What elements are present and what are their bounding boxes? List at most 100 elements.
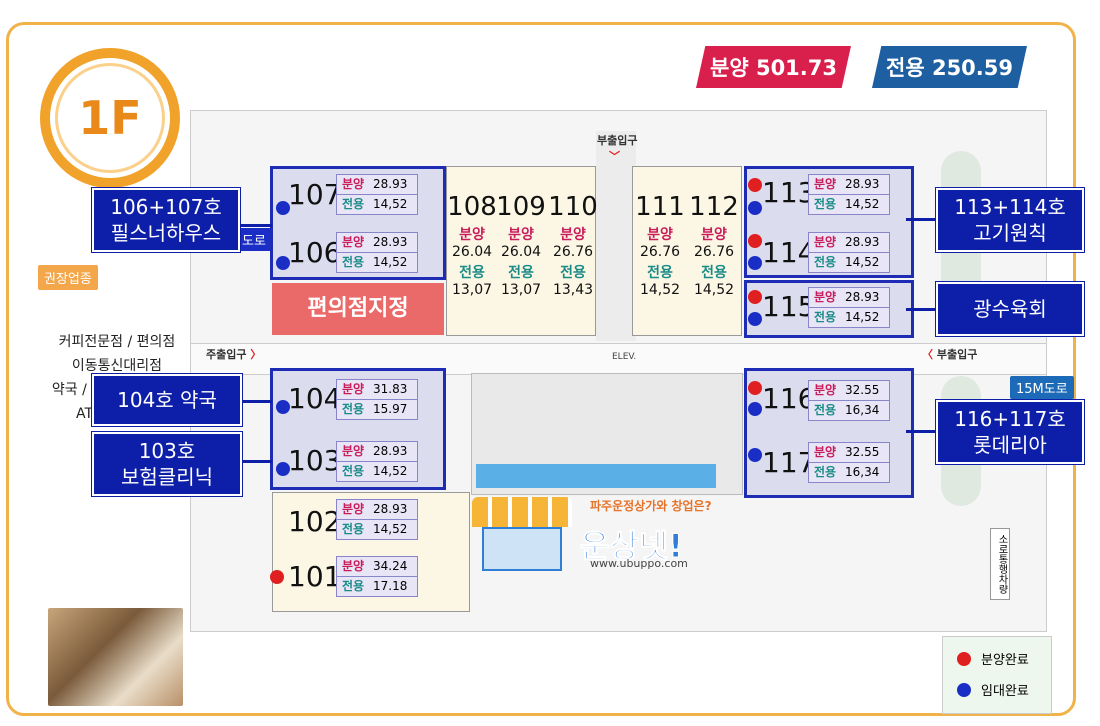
exclusive-value: 16,34 bbox=[845, 465, 880, 479]
leased-dot bbox=[748, 402, 762, 416]
elev-label: ELEV. bbox=[612, 352, 637, 362]
exclusive-tag: 전용 bbox=[341, 402, 365, 416]
chevron-left-icon: 〈 bbox=[922, 348, 933, 361]
exclusive-value: 14,52 bbox=[373, 464, 408, 478]
unit-group-111-112[interactable] bbox=[632, 166, 742, 336]
leased-dot bbox=[276, 462, 290, 476]
sale-value: 26.04 bbox=[500, 244, 542, 260]
road-right-badge: 15M도로 bbox=[1010, 376, 1074, 399]
sale-value: 34.24 bbox=[373, 559, 408, 573]
sale-tag: 분양 bbox=[341, 382, 365, 396]
exclusive-tag: 전용 bbox=[459, 265, 485, 281]
exclusive-tag: 전용 bbox=[560, 265, 586, 281]
callout-line: 롯데리아 bbox=[973, 433, 1047, 457]
callout-line: 113+114호 bbox=[954, 195, 1066, 219]
callout-connector bbox=[906, 308, 938, 311]
floor-badge: 1F bbox=[40, 48, 180, 188]
unit-number: 109 bbox=[496, 192, 546, 222]
sale-tag: 분양 bbox=[341, 235, 365, 249]
callout-104: 104호 약국 bbox=[92, 374, 242, 426]
callout-line: 광수육회 bbox=[973, 297, 1047, 321]
callout-connector bbox=[240, 460, 272, 463]
recommend-line: 커피전문점 / 편의점 bbox=[58, 334, 176, 350]
leased-dot bbox=[748, 256, 762, 270]
callout-connector bbox=[906, 430, 938, 433]
sale-tag: 분양 bbox=[813, 383, 837, 397]
unit-number: 102 bbox=[288, 505, 342, 538]
unit-112[interactable]: 112 분양 26.76 전용 14,52 bbox=[688, 192, 740, 298]
sold-dot-icon bbox=[957, 651, 971, 666]
exclusive-tag: 전용 bbox=[701, 265, 727, 281]
exclusive-value: 13,43 bbox=[552, 282, 594, 298]
watermark-url: www.ubuppo.com bbox=[590, 557, 688, 570]
callout-line: 104호 약국 bbox=[117, 388, 217, 412]
callout-106-107: 106+107호 필스너하우스 bbox=[92, 188, 240, 252]
callout-113-114: 113+114호 고기원칙 bbox=[936, 188, 1084, 252]
recommend-label: 권장업종 bbox=[38, 265, 98, 290]
exclusive-tag: 전용 bbox=[813, 465, 837, 479]
callout-line: 106+107호 bbox=[110, 195, 222, 219]
exclusive-tag: 전용 bbox=[647, 265, 673, 281]
sale-tag: 분양 bbox=[560, 227, 586, 243]
exclusive-tag: 전용 bbox=[508, 265, 534, 281]
sale-tag: 분양 bbox=[647, 227, 673, 243]
unit-number: 114 bbox=[762, 236, 816, 269]
sub-entrance-top: 부출입구 ﹀ bbox=[597, 132, 637, 164]
chevron-right-icon: 〉 bbox=[250, 348, 262, 361]
road-left-label: 도로 bbox=[238, 228, 270, 251]
unit-108[interactable]: 108 분양 26.04 전용 13,07 bbox=[446, 192, 498, 298]
road-vertical-label: 소로통행차량 bbox=[990, 528, 1010, 600]
leased-dot bbox=[748, 201, 762, 215]
sold-dot bbox=[748, 234, 762, 248]
unit-number: 117 bbox=[762, 446, 816, 479]
shop-body-icon bbox=[482, 527, 562, 571]
sale-value: 28.93 bbox=[845, 290, 880, 304]
callout-103: 103호 보험클리닉 bbox=[92, 432, 242, 496]
sale-value: 28.93 bbox=[845, 235, 880, 249]
unit-group-108-110[interactable] bbox=[446, 166, 596, 336]
watermark-title: 운상넷! bbox=[580, 527, 684, 566]
sale-value: 31.83 bbox=[373, 382, 408, 396]
legend-item-sold: 분양완료 bbox=[957, 649, 1051, 668]
callout-116-117: 116+117호 롯데리아 bbox=[936, 400, 1084, 464]
awning-icon bbox=[472, 497, 572, 527]
exclusive-tag: 전용 bbox=[341, 255, 365, 269]
sale-value: 32.55 bbox=[845, 383, 880, 397]
sale-tag: 분양 bbox=[701, 227, 727, 243]
center-corridor bbox=[596, 131, 636, 341]
exclusive-value: 13,07 bbox=[500, 282, 542, 298]
unit-111[interactable]: 111 분양 26.76 전용 14,52 bbox=[634, 192, 686, 298]
sale-value: 28.93 bbox=[373, 502, 408, 516]
sale-tag: 분양 bbox=[813, 290, 837, 304]
sold-dot bbox=[748, 178, 762, 192]
sale-tag: 분양 bbox=[813, 177, 837, 191]
storefront-icon bbox=[472, 497, 572, 573]
recommend-line: 이동통신대리점 bbox=[71, 358, 163, 374]
sale-value: 26.76 bbox=[552, 244, 594, 260]
unit-number: 107 bbox=[288, 178, 342, 211]
sale-value: 32.55 bbox=[845, 445, 880, 459]
main-entrance: 주출입구 〉 bbox=[206, 346, 261, 362]
exclusive-tag: 전용 bbox=[341, 197, 365, 211]
unit-110[interactable]: 110 분양 26.76 전용 13,43 bbox=[548, 192, 598, 298]
sale-total-badge: 분양 501.73 bbox=[696, 46, 851, 88]
unit-109[interactable]: 109 분양 26.04 전용 13,07 bbox=[496, 192, 546, 298]
exclusive-value: 14,52 bbox=[845, 310, 880, 324]
callout-line: 116+117호 bbox=[954, 407, 1066, 431]
stair-block bbox=[476, 464, 716, 488]
callout-connector bbox=[906, 218, 938, 221]
chevron-down-icon: ﹀ bbox=[609, 150, 620, 163]
exclusive-tag: 전용 bbox=[341, 464, 365, 478]
unit-number: 116 bbox=[762, 382, 816, 415]
sold-dot bbox=[748, 290, 762, 304]
exclusive-tag: 전용 bbox=[341, 579, 365, 593]
sub-entrance-top-label: 부출입구 bbox=[597, 134, 638, 147]
callout-line: 필스너하우스 bbox=[110, 221, 222, 245]
sold-dot bbox=[748, 381, 762, 395]
